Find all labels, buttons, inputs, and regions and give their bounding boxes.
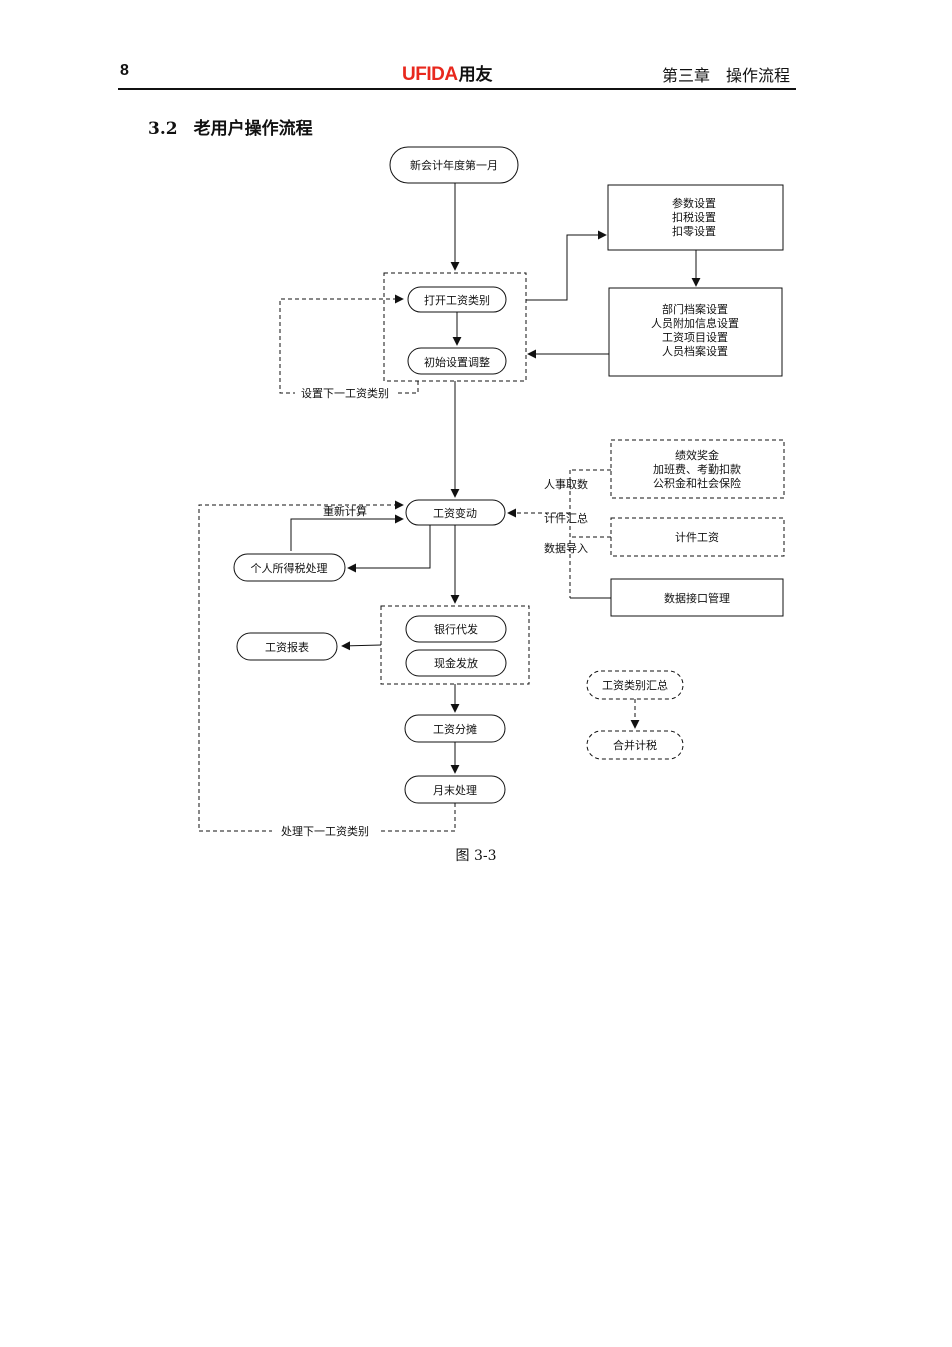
hr-fetch-label: 人事取数 — [544, 478, 588, 491]
bank-node — [405, 615, 507, 643]
data-interface-box — [610, 578, 784, 617]
merge-tax-node — [586, 730, 684, 760]
settings-line-3: 扣零设置 — [672, 224, 716, 238]
cash-node — [405, 649, 507, 677]
start-node — [389, 146, 519, 184]
piece-summary-label: 计件汇总 — [544, 511, 588, 525]
month-end-label: 月末处理 — [433, 783, 477, 797]
hr-line-1: 绩效奖金 — [675, 448, 719, 462]
start-label: 新会计年度第一月 — [410, 158, 498, 172]
report-node — [236, 632, 338, 661]
recalc-label: 重新计算 — [323, 504, 367, 518]
cash-label: 现金发放 — [434, 656, 478, 670]
data-interface-label: 数据接口管理 — [664, 591, 730, 605]
archive-line-3: 工资项目设置 — [662, 331, 728, 344]
figure-caption: 图 3-3 — [455, 848, 497, 864]
merge-tax-label: 合并计税 — [613, 738, 657, 752]
process-next-category-label: 处理下一工资类别 — [281, 824, 369, 838]
data-import-label: 数据导入 — [544, 541, 588, 555]
archive-line-2: 人员附加信息设置 — [651, 316, 739, 330]
section-number: 3.2 — [148, 119, 178, 139]
settings-line-1: 参数设置 — [672, 196, 716, 210]
salary-change-label: 工资变动 — [433, 506, 477, 520]
piece-wage-label: 计件工资 — [675, 531, 719, 544]
section-title-text: 老用户操作流程 — [193, 119, 313, 139]
logo-cn: 用友 — [458, 65, 493, 84]
ufida-logo: UFIDA用友 — [402, 60, 493, 86]
chapter-title: 第三章 操作流程 — [661, 66, 790, 85]
initial-adjust-label: 初始设置调整 — [424, 355, 490, 369]
logo-brand: UFIDA — [402, 64, 458, 85]
income-tax-node — [233, 553, 346, 582]
initial-adjust-node — [407, 347, 507, 375]
report-label: 工资报表 — [265, 640, 309, 654]
setup-group-box — [383, 272, 527, 382]
settings-line-2: 扣税设置 — [672, 210, 716, 224]
income-tax-label: 个人所得税处理 — [251, 561, 328, 575]
category-summary-node — [586, 670, 684, 700]
setup-next-category-label: 设置下一工资类别 — [301, 386, 389, 400]
category-summary-label: 工资类别汇总 — [602, 678, 668, 692]
bank-label: 银行代发 — [434, 622, 478, 636]
archive-line-1: 部门档案设置 — [662, 302, 728, 316]
section-heading: 3.2 老用户操作流程 — [148, 114, 313, 139]
hr-data-box — [610, 439, 785, 499]
allocation-label: 工资分摊 — [433, 722, 477, 736]
page-number: 8 — [120, 62, 129, 79]
open-category-label: 打开工资类别 — [424, 293, 490, 307]
hr-line-2: 加班费、考勤扣款 — [653, 462, 741, 476]
hr-line-3: 公积金和社会保险 — [653, 476, 741, 490]
header-rule — [118, 88, 796, 90]
archive-line-4: 人员档案设置 — [662, 344, 728, 358]
archive-box — [608, 287, 783, 377]
settings-box — [607, 184, 784, 251]
